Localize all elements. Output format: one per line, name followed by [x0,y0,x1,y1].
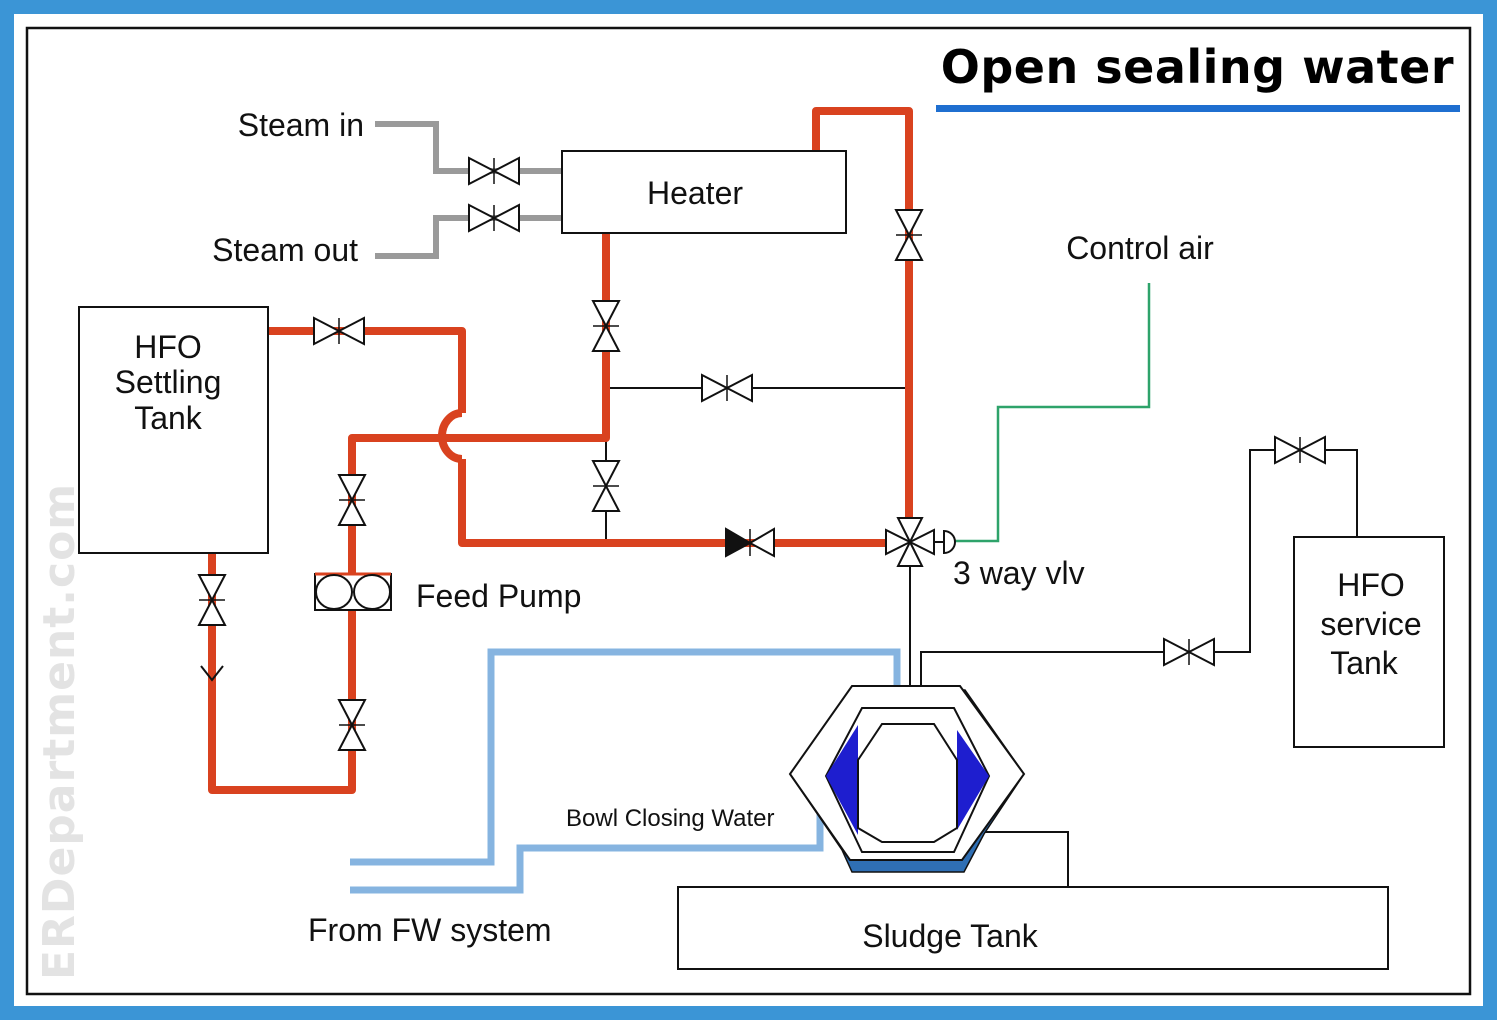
heater-box [561,150,847,234]
from-fw-system-label: From FW system [308,912,552,948]
steam-lines [375,121,563,259]
steam-out-valve[interactable] [468,204,520,232]
feed-pump[interactable] [314,572,392,611]
service-tank-label-line3: Tank [1330,645,1399,681]
flow-arrow [200,665,224,682]
settling-tank-label-line2: Settling [115,364,222,400]
sludge-tank [677,886,1389,970]
steam-out-label: Steam out [212,232,358,268]
heater-inlet-valve[interactable] [592,300,620,352]
pump-suction-valve-upper[interactable] [338,474,366,526]
hfo-service-tank [1293,536,1445,748]
black-lines [605,387,1358,942]
title-underline [936,105,1460,112]
water-lines [350,648,901,894]
service-tank-valve-lower[interactable] [1163,638,1215,666]
control-air-line [950,283,1151,543]
three-way-valve[interactable] [885,517,956,567]
heater-outlet-valve[interactable] [895,209,923,261]
settling-tank-outlet-valve[interactable] [313,317,365,345]
service-tank-valve-upper[interactable] [1274,436,1326,464]
heater-bypass-valve[interactable] [701,374,753,402]
pump-suction-valve-lower[interactable] [338,699,366,751]
bowl-closing-water-label: Bowl Closing Water [566,805,775,832]
title-block: Open sealing water [936,40,1460,112]
steam-in-label: Steam in [238,107,364,143]
hfo-settling-tank [78,306,269,554]
check-valve[interactable] [725,527,775,558]
service-tank-label-line2: service [1320,606,1421,642]
sludge-tank-label: Sludge Tank [862,918,1039,954]
control-air-label: Control air [1066,230,1214,266]
feed-pump-label: Feed Pump [416,578,581,614]
service-tank-label-line1: HFO [1337,567,1405,603]
steam-in-valve[interactable] [468,157,520,185]
heater-label: Heater [647,175,743,211]
bypass-drain-valve[interactable] [592,460,620,512]
settling-tank-label: HFO Settling Tank [115,329,222,436]
watermark: ERDepartment.com [34,482,85,980]
settling-tank-drain-valve[interactable] [198,574,226,626]
settling-tank-label-line1: HFO [134,329,202,365]
page-title: Open sealing water [940,40,1454,94]
service-tank-label: HFO service Tank [1320,567,1421,681]
three-way-valve-label: 3 way vlv [953,555,1085,591]
separator-bowl [788,685,1026,873]
settling-tank-label-line3: Tank [134,400,203,436]
